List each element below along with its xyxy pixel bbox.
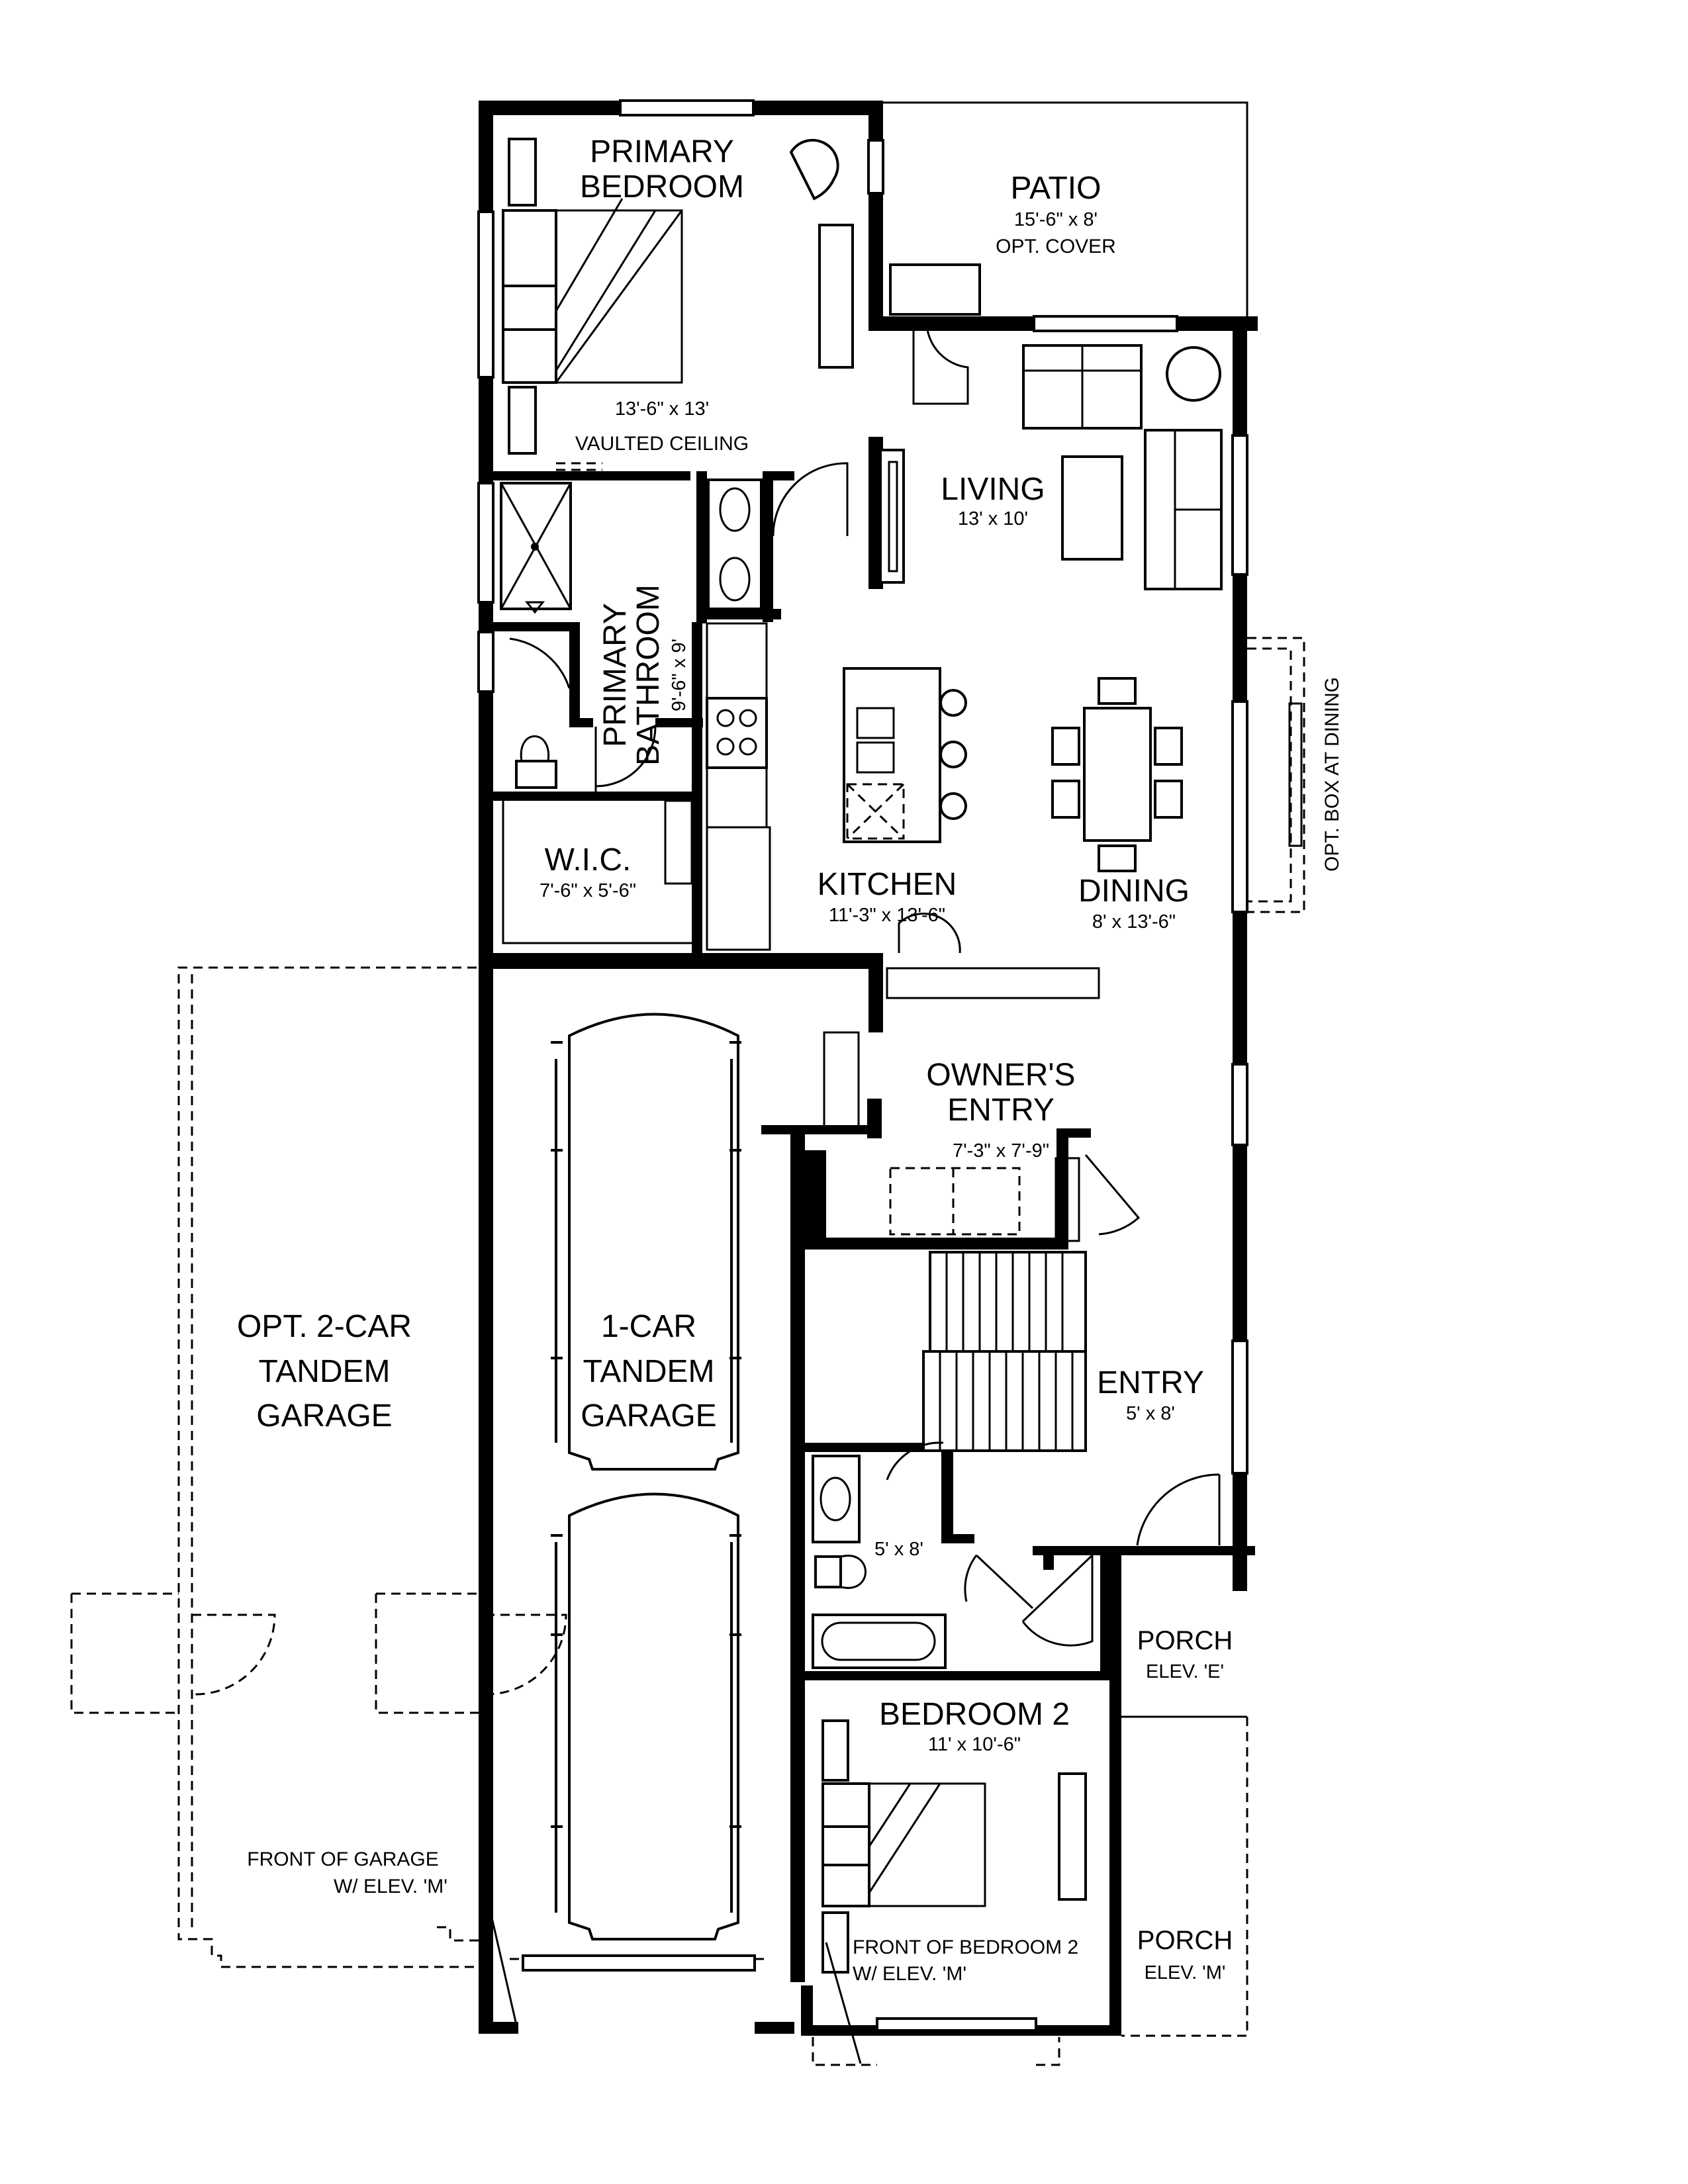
garage-opt-line1: OPT. 2-CAR	[237, 1309, 412, 1344]
optional-box-at-dining	[1247, 637, 1305, 913]
porch-e-note: ELEV. 'E'	[1146, 1661, 1224, 1682]
front-of-garage-note-line1: FRONT OF GARAGE	[247, 1848, 438, 1870]
owners-entry-furniture	[823, 967, 1141, 1242]
patio-note: OPT. COVER	[996, 236, 1116, 257]
garage-1car-line3: GARAGE	[581, 1398, 716, 1433]
bath2-dims: 5' x 8'	[874, 1539, 923, 1560]
primary-bathroom-line2: BATHROOM	[631, 584, 666, 766]
garage-cars	[510, 1013, 768, 1960]
porch-e-name: PORCH	[1137, 1626, 1233, 1655]
windows	[477, 99, 1248, 2032]
garage-leaders	[481, 1874, 862, 2064]
primary-bathroom-dims: 9'-6" x 9'	[669, 639, 690, 711]
living-name: LIVING	[941, 472, 1045, 507]
front-door	[1136, 1473, 1221, 1546]
garage-opt-line2: TANDEM	[258, 1354, 390, 1389]
front-of-bedroom2-note-line2: W/ ELEV. 'M'	[853, 1963, 966, 1985]
front-of-bedroom2-note-line1: FRONT OF BEDROOM 2	[853, 1936, 1078, 1958]
dining-name: DINING	[1078, 874, 1190, 909]
primary-bathroom-line1: PRIMARY	[598, 603, 633, 747]
wic-shelves	[502, 799, 693, 944]
entry-dims: 5' x 8'	[1126, 1403, 1175, 1424]
bedroom2-name: BEDROOM 2	[879, 1697, 1070, 1732]
garage-opt-line3: GARAGE	[256, 1398, 392, 1433]
primary-bed	[502, 138, 854, 471]
living-dims: 13' x 10'	[958, 508, 1028, 529]
front-of-garage-note-line2: W/ ELEV. 'M'	[334, 1876, 447, 1897]
dining-dims: 8' x 13'-6"	[1092, 911, 1176, 933]
optional-garage-outline	[70, 961, 567, 1968]
kitchen-dims: 11'-3" x 13'-6"	[829, 905, 945, 926]
room-labels: PATIO 15'-6" x 8' OPT. COVER PRIMARY BED…	[237, 134, 1233, 1983]
opt-box-note: OPT. BOX AT DINING	[1321, 677, 1343, 872]
kitchen-name: KITCHEN	[818, 867, 957, 902]
dining-table	[1051, 677, 1183, 872]
wic-name: W.I.C.	[545, 842, 632, 878]
primary-bedroom-line1: PRIMARY	[590, 134, 734, 169]
kitchen-counters	[706, 622, 967, 954]
porch-outline	[1121, 1715, 1248, 2037]
porch-m-name: PORCH	[1137, 1926, 1233, 1955]
entry-name: ENTRY	[1097, 1365, 1204, 1400]
bath2-fixtures	[812, 1441, 1094, 1669]
bedroom2-furniture	[812, 1719, 1087, 2066]
primary-bedroom-note: VAULTED CEILING	[575, 433, 749, 455]
primary-bedroom-dims: 13'-6" x 13'	[615, 398, 709, 420]
stairs	[922, 1251, 1087, 1452]
primary-bath-fixtures	[500, 462, 849, 792]
patio-outline	[883, 101, 1248, 316]
plan-notes: OPT. BOX AT DINING FRONT OF GARAGE W/ EL…	[247, 677, 1343, 1985]
porch-m-note: ELEV. 'M'	[1145, 1962, 1226, 1983]
patio-name: PATIO	[1011, 171, 1102, 206]
owners-entry-dims: 7'-3" x 7'-9"	[953, 1140, 1049, 1161]
primary-bedroom-line2: BEDROOM	[580, 169, 744, 205]
patio-dims: 15'-6" x 8'	[1014, 209, 1098, 230]
wic-dims: 7'-6" x 5'-6"	[539, 880, 636, 901]
bedroom2-dims: 11' x 10'-6"	[928, 1734, 1021, 1755]
garage-1car-line1: 1-CAR	[601, 1309, 696, 1344]
garage-1car-line2: TANDEM	[583, 1354, 714, 1389]
owners-entry-line1: OWNER'S	[926, 1058, 1075, 1093]
living-furniture	[879, 263, 1223, 590]
owners-entry-line2: ENTRY	[947, 1093, 1055, 1128]
